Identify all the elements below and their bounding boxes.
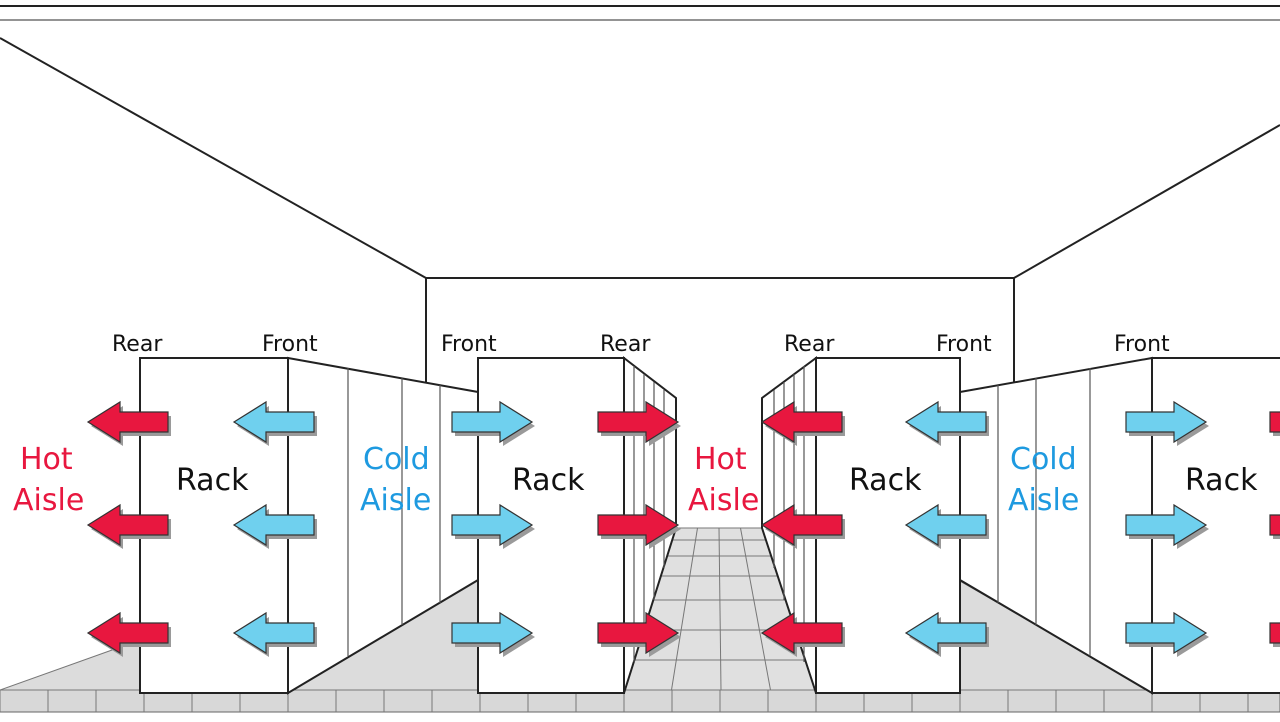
rack-label: Rack bbox=[849, 463, 922, 498]
hot-aisle-label: Aisle bbox=[13, 483, 84, 518]
hot-air-arrow-icon bbox=[1269, 514, 1280, 536]
face-labels: Rear Front Front Rear Rear Front Front bbox=[112, 332, 1170, 357]
aisle-labels: Hot Aisle Cold Aisle Hot Aisle Cold Aisl… bbox=[13, 442, 1079, 518]
floor-tile-line bbox=[740, 527, 771, 691]
airflow-arrows bbox=[86, 400, 1280, 657]
cold-air-arrow-icon bbox=[904, 611, 987, 655]
cold-air-arrow-icon bbox=[904, 400, 987, 444]
frame bbox=[0, 5, 1280, 21]
cold-air-arrow-icon bbox=[232, 503, 315, 547]
rack-labels: Rack Rack Rack Rack bbox=[176, 463, 1258, 498]
hot-air-arrow-icon bbox=[597, 503, 680, 547]
cold-air-arrow-icon bbox=[1125, 400, 1208, 444]
hot-air-arrow-icon bbox=[760, 400, 843, 444]
cold-air-arrow-icon bbox=[232, 611, 315, 655]
cold-aisle-label: Cold bbox=[1010, 442, 1077, 477]
rear-label: Rear bbox=[600, 332, 651, 357]
cold-air-arrow-icon bbox=[232, 400, 315, 444]
front-label: Front bbox=[441, 332, 497, 357]
hot-air-arrow-icon bbox=[86, 400, 169, 444]
rack-label: Rack bbox=[1185, 463, 1258, 498]
cold-aisle-label: Aisle bbox=[1008, 483, 1079, 518]
rack-label: Rack bbox=[176, 463, 249, 498]
cold-air-arrow-icon bbox=[451, 400, 534, 444]
cold-air-arrow-icon bbox=[451, 611, 534, 655]
cold-air-arrow-icon bbox=[1125, 503, 1208, 547]
front-label: Front bbox=[1114, 332, 1170, 357]
hot-air-arrow-icon bbox=[1269, 411, 1280, 433]
floor-tile-line bbox=[718, 527, 722, 691]
floor-tile-line bbox=[671, 527, 698, 691]
hot-air-arrow-icon bbox=[760, 611, 843, 655]
hot-air-arrow-icon bbox=[86, 611, 169, 655]
cold-air-arrow-icon bbox=[904, 503, 987, 547]
front-label: Front bbox=[936, 332, 992, 357]
front-label: Front bbox=[262, 332, 318, 357]
hot-air-arrow-icon bbox=[597, 400, 680, 444]
cold-air-arrow-icon bbox=[1125, 611, 1208, 655]
hot-air-arrow-icon bbox=[1269, 622, 1280, 644]
hot-air-arrow-icon bbox=[86, 503, 169, 547]
cold-air-arrow-icon bbox=[451, 503, 534, 547]
cold-aisle-label: Cold bbox=[363, 442, 430, 477]
hot-aisle-label: Aisle bbox=[688, 483, 759, 518]
hot-air-arrow-icon bbox=[760, 503, 843, 547]
hot-aisle-label: Hot bbox=[20, 442, 73, 477]
rear-label: Rear bbox=[784, 332, 835, 357]
room-walls bbox=[0, 37, 1280, 395]
rear-label: Rear bbox=[112, 332, 163, 357]
cold-aisle-label: Aisle bbox=[360, 483, 431, 518]
hot-aisle-label: Hot bbox=[694, 442, 747, 477]
rack-label: Rack bbox=[512, 463, 585, 498]
hot-air-arrow-icon bbox=[597, 611, 680, 655]
